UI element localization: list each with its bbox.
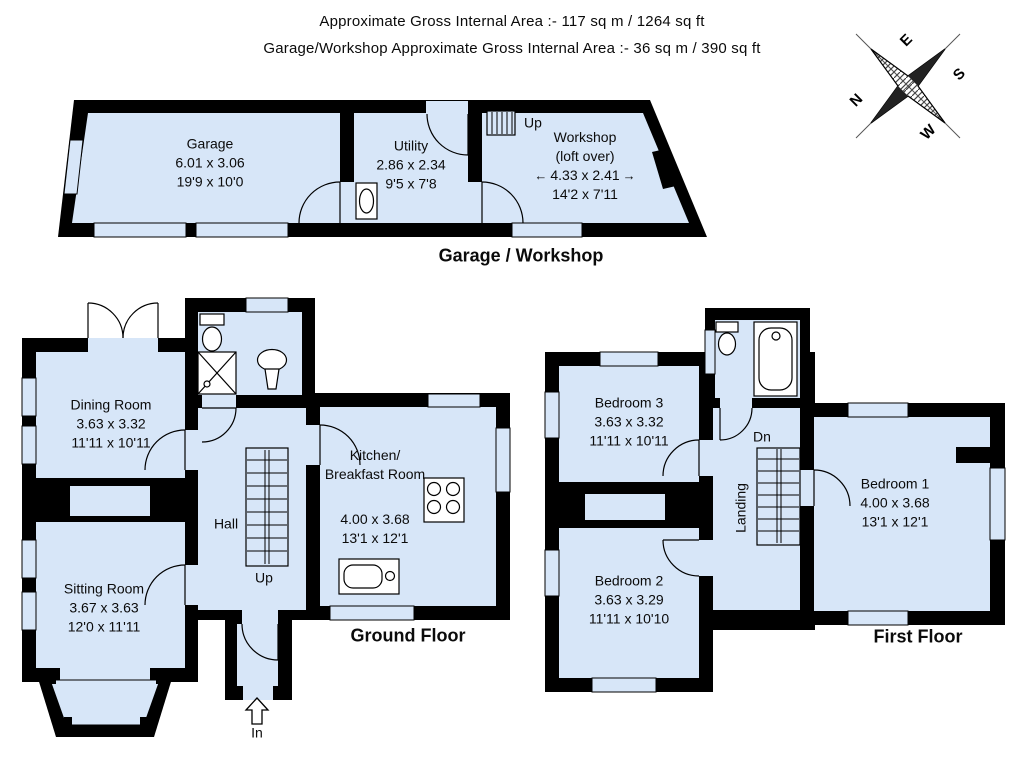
hall-label: Hall [213, 515, 239, 532]
bedroom-3 [559, 366, 699, 482]
garage-label: Garage 6.01 x 3.06 19'9 x 10'0 [175, 135, 245, 190]
bath-icon [753, 321, 798, 397]
landing-label: Landing [732, 483, 749, 533]
staircase-icon [756, 447, 801, 546]
workshop-up-label: Up [524, 114, 542, 131]
staircase-icon [245, 447, 289, 567]
first-floor-windows [544, 329, 1006, 693]
sitting-room-label: Sitting Room 3.67 x 3.63 12'0 x 11'11 [63, 580, 145, 635]
dimension-arrow-right-icon: → [622, 168, 636, 183]
bedroom1-recess [956, 447, 1005, 463]
bedroom-2 [559, 528, 699, 678]
toilet-icon [199, 313, 225, 352]
utility-sink-icon [355, 182, 378, 220]
ground-floor-title: Ground Floor [350, 625, 466, 646]
compass-west-label: W [917, 121, 940, 144]
floorplan-first-floor [544, 308, 1006, 693]
door-swings [298, 113, 524, 224]
workshop-stairs-icon [486, 110, 516, 136]
bedroom1-label: Bedroom 1 4.00 x 3.68 13'1 x 12'1 [860, 475, 930, 530]
kitchen-sink-icon [338, 558, 400, 595]
floorplan-garage-workshop [58, 100, 707, 238]
bedroom3-label: Bedroom 3 3.63 x 3.32 11'11 x 10'11 [589, 394, 669, 449]
ground-floor-windows [21, 297, 511, 631]
door-swings [87, 302, 361, 661]
utility-label: Utility 2.86 x 2.34 9'5 x 7'8 [376, 137, 446, 192]
in-arrow-icon [244, 697, 270, 725]
garage-windows [63, 139, 583, 238]
bay-mullions [48, 676, 164, 725]
dimension-arrow-left-icon: ← [534, 168, 548, 183]
floorplan-ground-floor [21, 297, 511, 737]
shower-icon [197, 351, 237, 395]
stairs-dn-label: Dn [753, 428, 771, 445]
area-summary: Approximate Gross Internal Area :- 117 s… [0, 13, 1024, 67]
stairs-up-label: Up [255, 569, 273, 586]
workshop-label: Workshop (loft over) ←4.33 x 2.41→ 14'2 … [531, 128, 638, 204]
door-swings [662, 407, 851, 577]
basin-icon [256, 348, 288, 390]
compass-south-label: S [950, 65, 969, 84]
garage-area-line: Garage/Workshop Approximate Gross Intern… [263, 40, 761, 57]
kitchen-name-label: Kitchen/ Breakfast Room [324, 447, 426, 482]
toilet-icon [715, 321, 739, 356]
dining-room-label: Dining Room 3.63 x 3.32 11'11 x 10'11 [70, 396, 152, 451]
hob-icon [423, 477, 465, 523]
entrance-in-label: In [251, 724, 263, 741]
first-floor-title: First Floor [873, 626, 963, 647]
dining-room [36, 352, 185, 478]
compass-north-label: N [847, 91, 867, 111]
kitchen-dims-label: 4.00 x 3.68 13'1 x 12'1 [340, 511, 410, 546]
sitting-room [36, 522, 185, 668]
bedroom2-label: Bedroom 2 3.63 x 3.29 11'11 x 10'10 [588, 572, 670, 627]
garage-room [72, 113, 340, 223]
total-area-line: Approximate Gross Internal Area :- 117 s… [319, 13, 705, 30]
workshop-room [482, 113, 689, 223]
garage-workshop-title: Garage / Workshop [438, 245, 604, 266]
workshop-door-leaf [652, 149, 676, 189]
